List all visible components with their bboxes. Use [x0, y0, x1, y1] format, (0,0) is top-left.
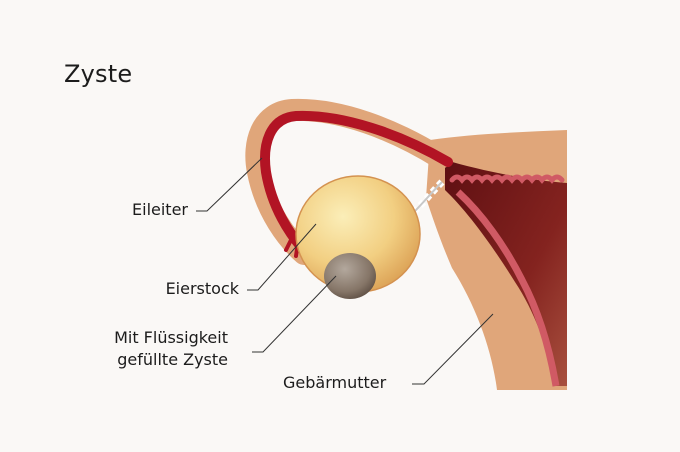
uterine-cavity	[445, 160, 567, 386]
diagram-title: Zyste	[64, 60, 133, 88]
fallopian-tube-lumen	[260, 110, 453, 253]
label-uterus: Gebärmutter	[283, 373, 387, 392]
leader-line-cyst	[252, 275, 337, 353]
cyst	[324, 253, 376, 299]
leader-line-uterus	[412, 313, 494, 385]
label-cyst: Mit Flüssigkeit gefüllte Zyste	[114, 327, 228, 371]
leader-line-tube	[196, 157, 263, 212]
label-cyst-line1: Mit Flüssigkeit	[114, 328, 228, 347]
leader-line-ovary	[247, 223, 317, 291]
label-fallopian-tube: Eileiter	[132, 200, 188, 219]
endometrium-top	[449, 174, 565, 184]
label-ovary: Eierstock	[165, 279, 239, 298]
label-cyst-line2: gefüllte Zyste	[117, 350, 228, 369]
endometrium-lining	[455, 189, 560, 387]
